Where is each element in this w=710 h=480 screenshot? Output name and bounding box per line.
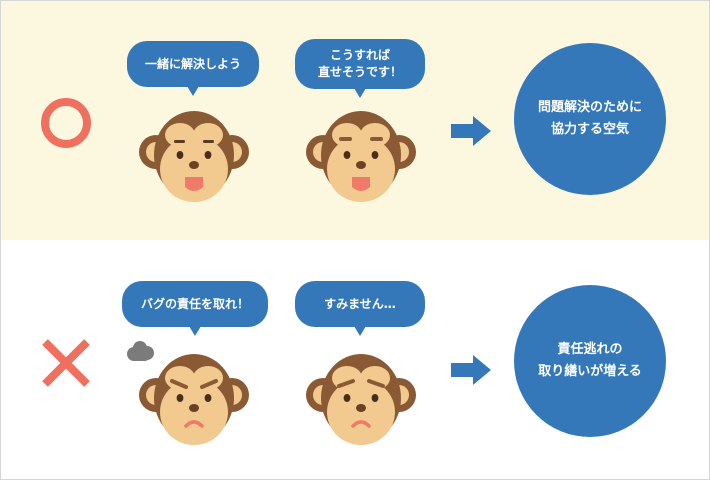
circle-mark-icon [41,98,91,148]
smiling-monkey-icon [139,111,249,202]
anger-cloud-icon [127,341,154,361]
angry-monkey-icon [139,354,249,445]
good-example-panel: 一緒に解決しよう こうすれば 直せそうです！ [1,1,709,240]
bad-example-panel: バグの責任を取れ！ すみません… [1,240,709,479]
arrow-right-icon [451,116,491,146]
bad-result-circle: 責任逃れの 取り繕いが増える [514,285,666,437]
speech-bubble-take-responsibility: バグの責任を取れ！ [122,281,268,336]
speech-bubble-can-fix: こうすれば 直せそうです！ [295,39,425,98]
smiling-monkey-icon [306,111,416,202]
speech-bubble-lets-solve: 一緒に解決しよう [127,41,259,96]
cross-mark-icon [42,339,90,387]
worried-monkey-icon [306,354,416,445]
speech-bubble-sorry: すみません… [295,281,425,336]
arrow-right-icon [451,355,491,385]
good-result-circle: 問題解決のために 協力する空気 [514,43,666,195]
